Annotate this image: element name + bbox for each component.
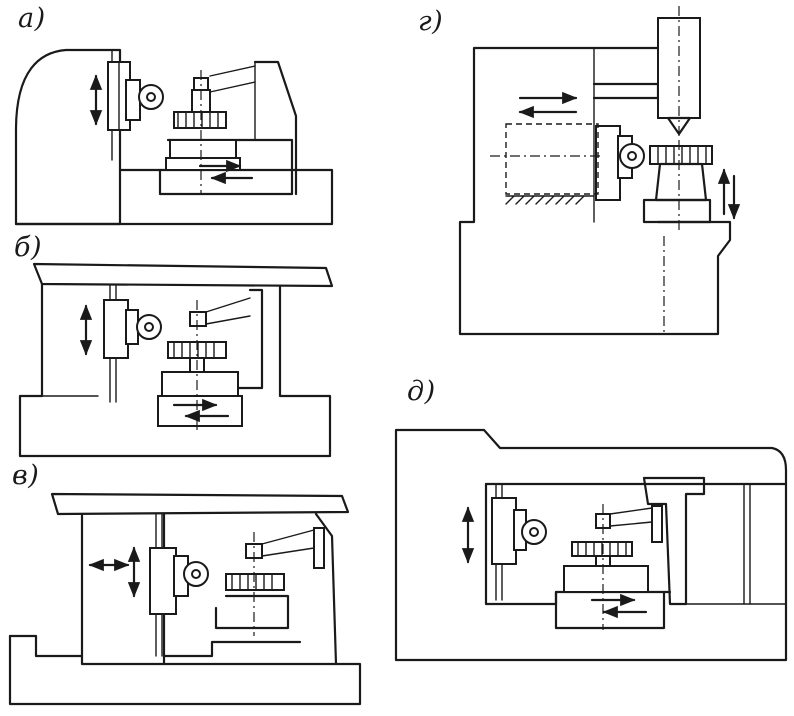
panel-label-d: д)	[407, 376, 436, 407]
panel-a-drawing	[14, 48, 334, 226]
panel-b-drawing	[18, 262, 334, 458]
panel-label-g: г)	[418, 6, 444, 37]
panel-label-a: а)	[18, 3, 46, 34]
panel-label-b: б)	[14, 232, 43, 263]
panel-d-drawing	[394, 428, 788, 662]
panel-v-drawing	[8, 492, 362, 706]
panel-label-v: в)	[12, 460, 40, 491]
panel-g-drawing	[458, 6, 741, 336]
